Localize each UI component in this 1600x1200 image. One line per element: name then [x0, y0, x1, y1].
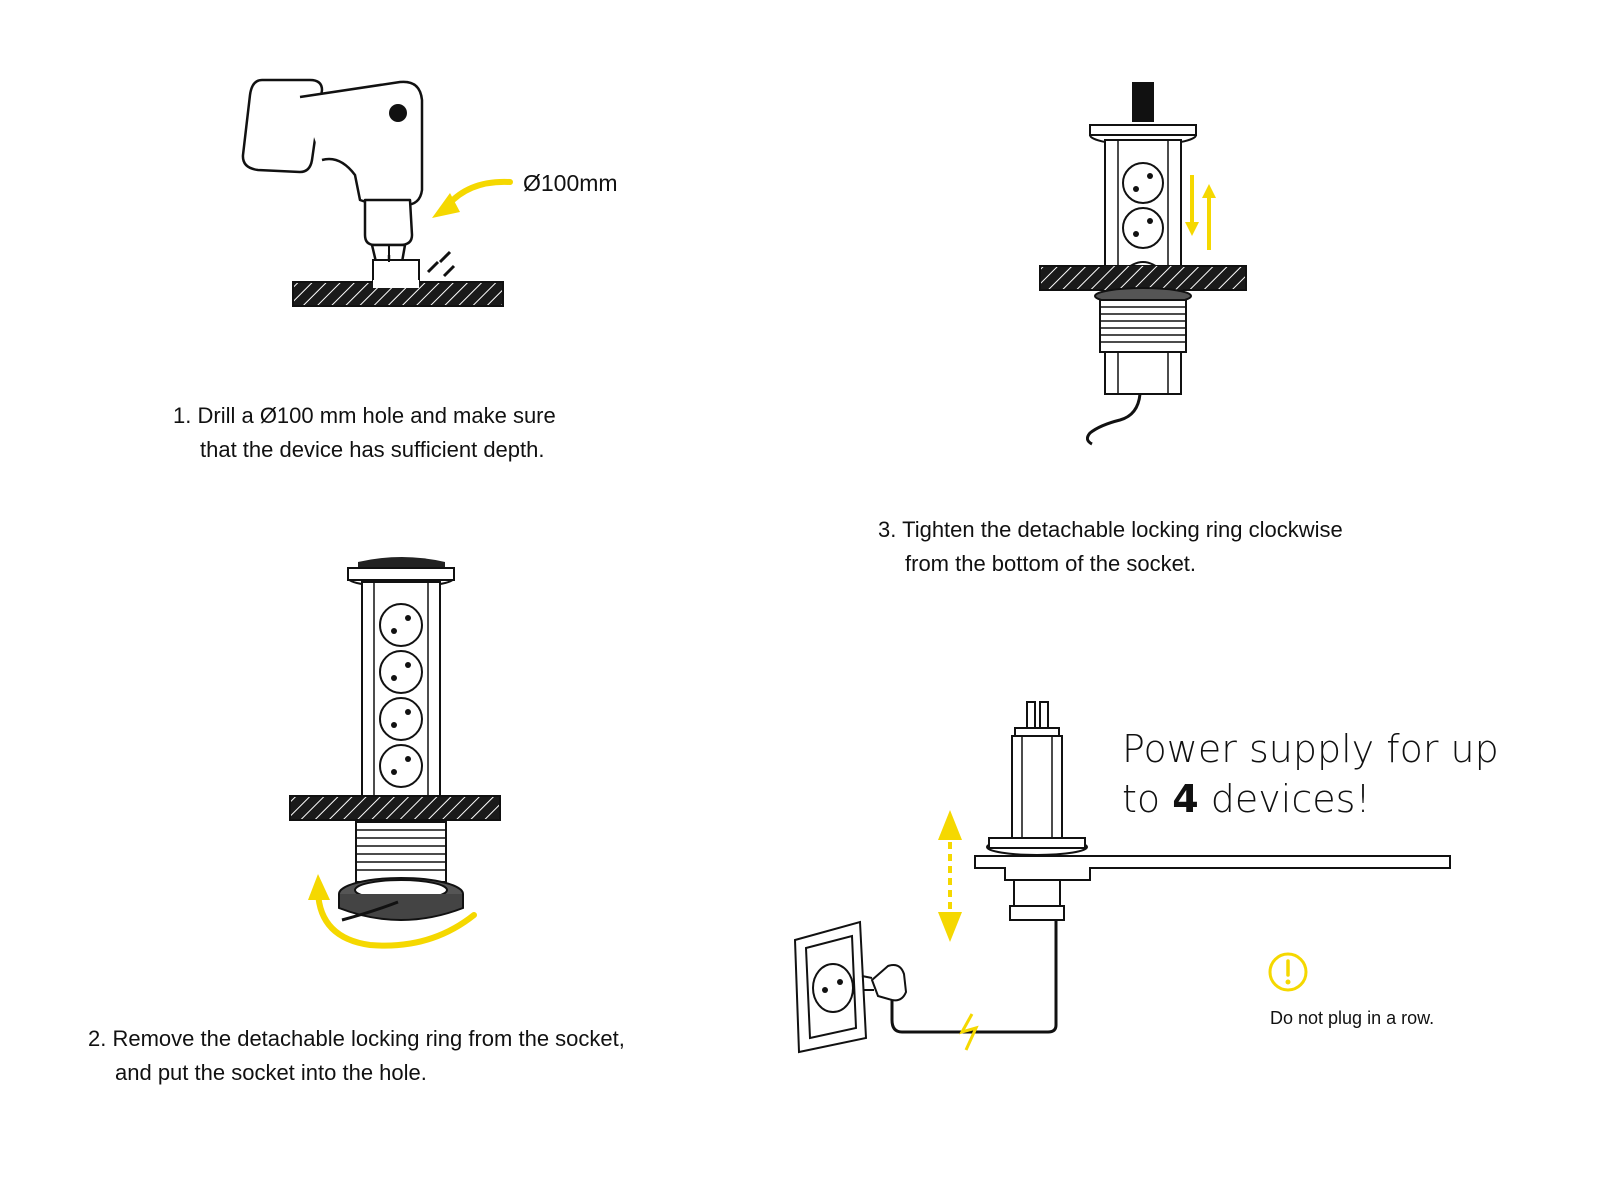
worktop-section: [292, 281, 504, 307]
socket-tighten-illustration: [1039, 82, 1247, 446]
callout-line1: Power supply for up: [1122, 727, 1499, 771]
callout-line2: to 4 devices!: [1122, 777, 1371, 821]
direction-arrow-icon: [445, 178, 513, 208]
power-cord: [975, 920, 1058, 1034]
device-count: 4: [1172, 777, 1199, 821]
wall-socket-icon: [793, 920, 868, 1054]
step-1-line1: Drill a Ø100 mm hole and make sure: [197, 403, 556, 428]
step-3-panel: 3. Tighten the detachable locking ring c…: [800, 0, 1600, 600]
step-3-line2: from the bottom of the socket.: [905, 551, 1197, 576]
step-1-panel: Ø100mm 1. Drill a Ø100 mm hole and make …: [0, 0, 780, 480]
debris-marks: [426, 250, 456, 278]
power-cord: [1085, 393, 1142, 446]
step-3-line1: Tighten the detachable locking ring cloc…: [902, 517, 1343, 542]
warning-text: Do not plug in a row.: [1270, 1008, 1435, 1028]
step-2-panel: 2. Remove the detachable locking ring fr…: [0, 540, 780, 1100]
hole-diameter-label: Ø100mm: [523, 170, 618, 196]
drill-button-dot: [389, 104, 407, 122]
lightning-icon: [958, 1013, 979, 1051]
worktop-section: [289, 795, 501, 821]
step-2-caption: 2. Remove the detachable locking ring fr…: [88, 1022, 625, 1090]
exclamation-circle-icon: [1268, 952, 1308, 992]
wall-plug-icon: [870, 964, 908, 1002]
step-3-caption: 3. Tighten the detachable locking ring c…: [878, 513, 1343, 581]
power-supply-panel: Power supply for up to 4 devices! Do not…: [793, 640, 1600, 1100]
step-1-caption: 1. Drill a Ø100 mm hole and make sure th…: [173, 399, 556, 467]
step-2-number: 2.: [88, 1026, 107, 1051]
outlet-icons: [379, 603, 423, 788]
up-down-arrows-icon: [1185, 175, 1216, 250]
locking-ring: [338, 877, 464, 921]
drill-illustration: [241, 78, 513, 307]
rotate-arrow-icon: [315, 889, 477, 949]
power-connection-illustration: [793, 701, 1451, 1054]
threaded-sleeve: [1099, 299, 1187, 353]
step-2-line1: Remove the detachable locking ring from …: [112, 1026, 625, 1051]
power-supply-callout: Power supply for up to 4 devices!: [1122, 724, 1499, 824]
socket-tower: [1011, 735, 1063, 845]
height-arrow-icon: [938, 810, 962, 942]
socket-insert-illustration: [289, 557, 501, 949]
step-1-line2: that the device has sufficient depth.: [200, 437, 545, 462]
step-1-number: 1.: [173, 403, 192, 428]
step-2-line2: and put the socket into the hole.: [115, 1060, 427, 1085]
worktop-section: [974, 855, 1451, 881]
threaded-sleeve: [355, 821, 447, 883]
step-3-number: 3.: [878, 517, 897, 542]
